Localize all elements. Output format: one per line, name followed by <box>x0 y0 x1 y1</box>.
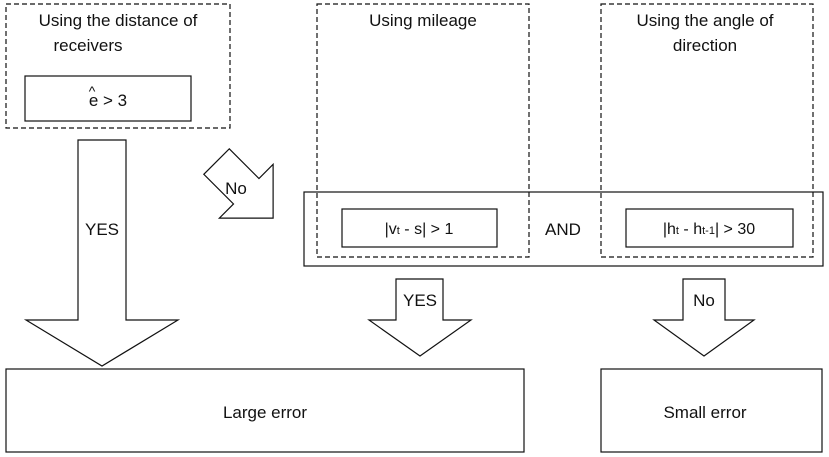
mileage-panel <box>316 3 530 258</box>
small-error-box <box>600 368 823 453</box>
angle-condition-box <box>625 208 794 248</box>
distance-panel-title-line2: receivers <box>54 36 123 55</box>
yes-arrow-middle-label: YES <box>403 291 437 310</box>
no-arrow-diagonal <box>202 147 274 219</box>
distance-condition-hat: ^ <box>89 83 96 99</box>
distance-condition-box <box>24 75 192 122</box>
mileage-panel-title: Using mileage <box>369 11 477 30</box>
yes-arrow-left <box>23 139 181 367</box>
mileage-condition: |vt - s| > 1 <box>385 221 454 238</box>
no-arrow-right <box>652 278 756 357</box>
angle-panel-title-line1: Using the angle of <box>636 11 773 30</box>
yes-arrow-left-label: YES <box>85 220 119 239</box>
large-error-label: Large error <box>223 403 307 422</box>
combined-condition-box <box>303 191 824 267</box>
angle-panel-title-line2: direction <box>673 36 737 55</box>
and-connector: AND <box>545 220 581 239</box>
small-error-label: Small error <box>663 403 746 422</box>
no-arrow-diagonal-label: No <box>225 179 247 198</box>
distance-panel-title-line1: Using the distance of <box>39 11 198 30</box>
no-arrow-right-label: No <box>693 291 715 310</box>
distance-condition: e > 3 <box>89 91 127 110</box>
large-error-box <box>5 368 525 453</box>
angle-condition: |ht - ht-1| > 30 <box>663 221 755 238</box>
distance-panel <box>5 3 231 129</box>
angle-panel <box>600 3 814 258</box>
yes-arrow-middle <box>367 278 473 357</box>
mileage-condition-box <box>341 208 498 248</box>
